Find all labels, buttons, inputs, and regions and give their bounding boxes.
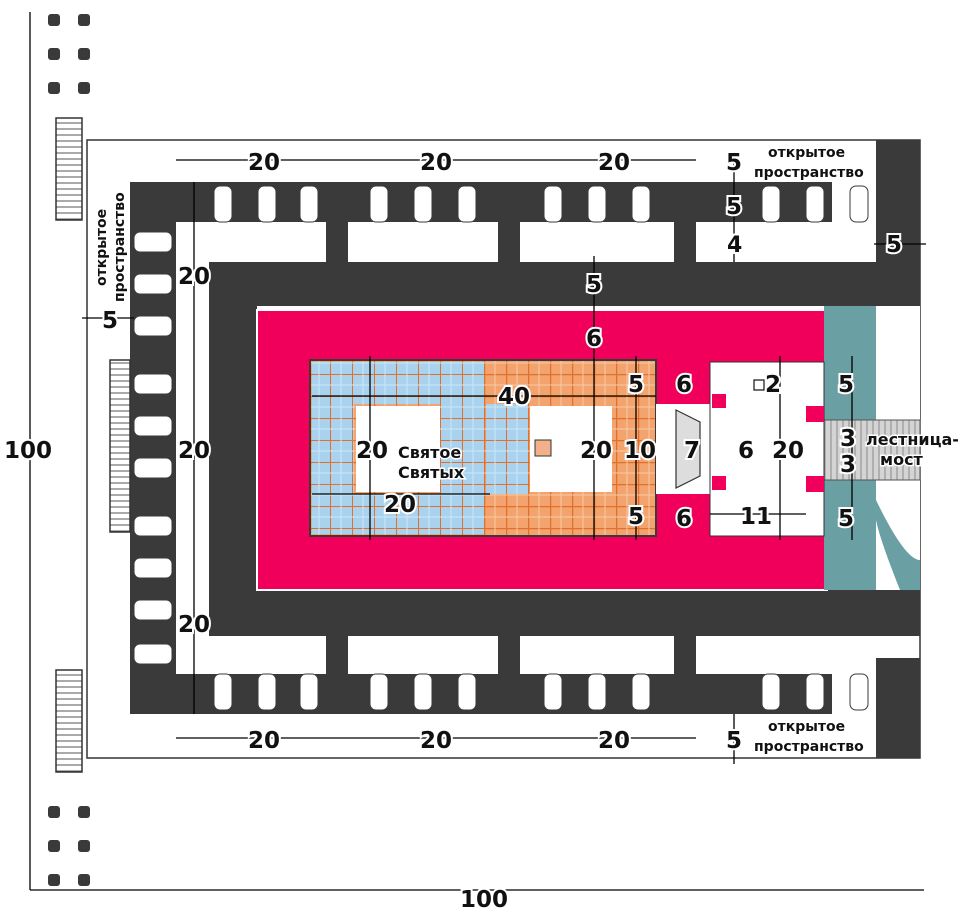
- label-stair-bridge-l2: мост: [880, 450, 924, 469]
- outer-pillars: [48, 14, 90, 886]
- dim-wall-bottom: 5: [628, 504, 644, 530]
- dim-sanctuary-len: 40: [498, 384, 530, 410]
- dimension-lines: [29, 12, 926, 891]
- dim-top-court-3: 20: [598, 150, 630, 176]
- dim-bottom-court-1: 20: [248, 728, 280, 754]
- gate-post-bottom: [806, 476, 824, 492]
- label-open-space-left-l1: открытое: [94, 209, 110, 286]
- dim-left-chambers-2: 20: [178, 438, 210, 464]
- dim-stair-2: 3: [840, 452, 856, 478]
- dim-wall-top: 5: [628, 372, 644, 398]
- dim-stair-1: 3: [840, 426, 856, 452]
- dim-porch-width: 6: [738, 438, 754, 464]
- dim-porch-depth: 11: [740, 504, 772, 530]
- dim-left-chambers-1: 20: [178, 264, 210, 290]
- stair-bridge: [821, 419, 921, 481]
- label-open-space-top-l1: открытое: [768, 145, 845, 161]
- dim-right-outer-wall: 5: [886, 232, 902, 258]
- dim-hall-width: 20: [580, 438, 612, 464]
- left-gate-ladder: [109, 359, 131, 533]
- top-chambers: [213, 185, 869, 223]
- door-post-top: [712, 394, 726, 408]
- dim-vestibule: 7: [684, 438, 700, 464]
- dim-door-top: 6: [676, 372, 692, 398]
- dim-hall-inner: 10: [624, 438, 656, 464]
- blue-tiles: [312, 362, 528, 534]
- label-open-space-left-l2: пространство: [112, 192, 128, 302]
- ark-marker: [534, 439, 552, 457]
- chamber-corridors: [176, 222, 876, 674]
- left-chambers: [133, 231, 173, 665]
- wall-mass: [130, 140, 920, 758]
- dim-gate-bottom: 5: [838, 506, 854, 532]
- left-stair-bottom: [55, 669, 83, 773]
- label-open-space-bottom-l1: открытое: [768, 719, 845, 735]
- dim-gate-top: 5: [838, 372, 854, 398]
- dim-bottom-court-2: 20: [420, 728, 452, 754]
- dim-door-bottom: 6: [676, 506, 692, 532]
- label-open-space-top-l2: пространство: [754, 165, 864, 181]
- dim-crimson-band: 6: [586, 326, 602, 352]
- dim-holy-len: 20: [384, 492, 416, 518]
- dim-porch-len: 20: [772, 438, 804, 464]
- dim-inner-wall: 5: [586, 272, 602, 298]
- dim-outer-bottom: 100: [460, 887, 508, 913]
- label-holy-of-holies-l1: Святое: [398, 443, 461, 462]
- dim-bottom-court-3: 20: [598, 728, 630, 754]
- gate-post-top: [806, 406, 824, 422]
- left-stair-top: [55, 117, 83, 221]
- dim-holy-width: 20: [356, 438, 388, 464]
- dim-top-court-2: 20: [420, 150, 452, 176]
- label-open-space-bottom-l2: пространство: [754, 739, 864, 755]
- label-stair-bridge-l1: лестница-: [866, 430, 959, 449]
- dim-top-corner: 5: [726, 150, 742, 176]
- door-post-bottom: [712, 476, 726, 490]
- porch: [709, 361, 825, 537]
- dim-bottom-corner: 5: [726, 728, 742, 754]
- bottom-chambers: [213, 673, 869, 711]
- dim-left-outer: 5: [102, 308, 118, 334]
- dim-top-chamber-depth: 5: [726, 194, 742, 220]
- dim-outer-left: 100: [4, 438, 52, 464]
- channel-curve: [876, 500, 920, 590]
- dim-top-court-1: 20: [248, 150, 280, 176]
- label-holy-of-holies-l2: Святых: [398, 463, 465, 482]
- dim-altar: 2: [765, 372, 781, 398]
- altar-marker: [753, 379, 765, 391]
- dim-top-chamber-gap: 4: [727, 233, 742, 258]
- vestibule-gates: [675, 409, 701, 489]
- dim-left-chambers-3: 20: [178, 612, 210, 638]
